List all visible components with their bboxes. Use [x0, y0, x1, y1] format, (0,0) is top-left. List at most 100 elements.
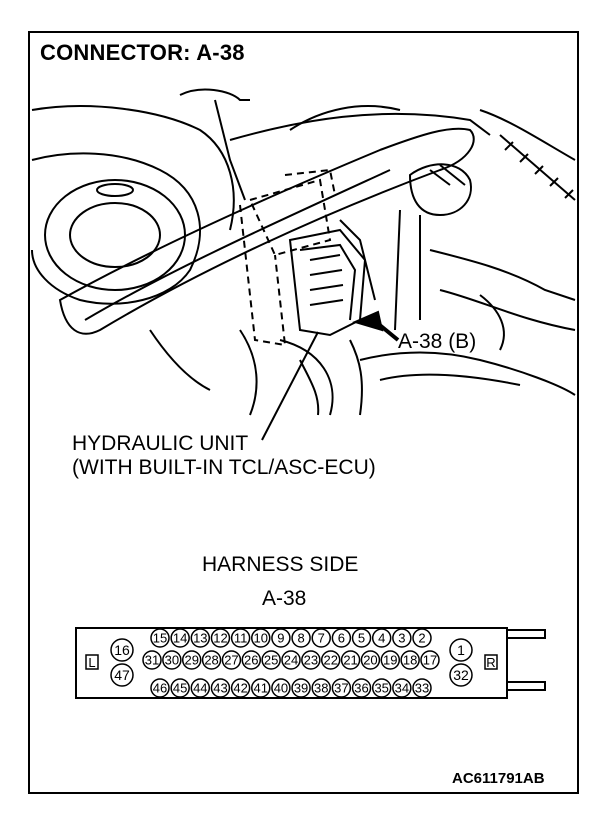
- pin-label-16: 16: [114, 642, 130, 658]
- pin-label-19: 19: [383, 653, 397, 668]
- pin-label-6: 6: [338, 631, 345, 646]
- pin-label-33: 33: [415, 681, 429, 696]
- pin-16: [110, 638, 134, 662]
- pin-label-20: 20: [363, 653, 377, 668]
- pin-label-40: 40: [274, 681, 288, 696]
- pin-13: [190, 628, 211, 648]
- side-marker-left: L: [88, 655, 95, 670]
- pin-label-7: 7: [318, 631, 325, 646]
- pin-33: [412, 678, 432, 698]
- pin-label-3: 3: [398, 631, 405, 646]
- pin-24: [281, 650, 301, 670]
- pin-42: [230, 678, 251, 698]
- pin-11: [230, 628, 251, 648]
- pin-8: [291, 628, 311, 648]
- pin-6: [331, 628, 352, 648]
- pin-label-10: 10: [254, 631, 268, 646]
- reference-code: AC611791AB: [452, 770, 545, 787]
- component-label-line2: (WITH BUILT-IN TCL/ASC-ECU): [72, 456, 376, 479]
- pin-10: [251, 628, 271, 648]
- pin-label-43: 43: [213, 681, 227, 696]
- pin-29: [181, 650, 202, 670]
- pin-label-42: 42: [233, 681, 247, 696]
- pin-4: [371, 628, 392, 648]
- pin-label-39: 39: [294, 681, 308, 696]
- pin-label-15: 15: [153, 631, 167, 646]
- pin-40: [271, 678, 291, 698]
- pin-label-27: 27: [224, 653, 238, 668]
- pin-label-22: 22: [323, 653, 337, 668]
- connector-title: CONNECTOR: A-38: [40, 40, 245, 65]
- pin-label-35: 35: [374, 681, 388, 696]
- pin-32: [449, 663, 473, 687]
- pin-14: [170, 628, 190, 648]
- pin-label-29: 29: [184, 653, 198, 668]
- pin-label-34: 34: [395, 681, 409, 696]
- pin-label-28: 28: [204, 653, 218, 668]
- pin-37: [331, 678, 352, 698]
- pin-label-21: 21: [343, 653, 357, 668]
- pin-15: [150, 628, 170, 648]
- pin-45: [170, 678, 190, 698]
- pin-5: [351, 628, 372, 648]
- pin-34: [392, 678, 412, 698]
- connector-callout-label: A-38 (B): [398, 330, 477, 353]
- pin-36: [351, 678, 372, 698]
- pin-38: [311, 678, 331, 698]
- pin-23: [301, 650, 321, 670]
- pin-label-9: 9: [277, 631, 284, 646]
- side-marker-right: R: [486, 655, 495, 670]
- pin-label-17: 17: [423, 653, 437, 668]
- pin-28: [201, 650, 222, 670]
- pin-47: [110, 663, 134, 687]
- pin-label-30: 30: [165, 653, 179, 668]
- pin-label-2: 2: [418, 631, 425, 646]
- pin-9: [271, 628, 291, 648]
- pin-1: [449, 638, 473, 662]
- pin-46: [150, 678, 170, 698]
- pin-label-45: 45: [173, 681, 187, 696]
- pin-label-4: 4: [378, 631, 385, 646]
- pin-20: [360, 650, 381, 670]
- pin-label-24: 24: [284, 653, 298, 668]
- pin-label-8: 8: [297, 631, 304, 646]
- pin-18: [400, 650, 420, 670]
- pin-label-14: 14: [173, 631, 187, 646]
- pin-30: [162, 650, 182, 670]
- pin-label-12: 12: [213, 631, 227, 646]
- pin-label-26: 26: [244, 653, 258, 668]
- pin-43: [210, 678, 231, 698]
- pin-label-41: 41: [254, 681, 268, 696]
- pin-12: [210, 628, 231, 648]
- connector-id-label: A-38: [262, 587, 307, 610]
- pin-3: [392, 628, 412, 648]
- pin-31: [142, 650, 162, 670]
- pin-21: [340, 650, 361, 670]
- pin-label-38: 38: [314, 681, 328, 696]
- pin-7: [311, 628, 331, 648]
- pin-label-25: 25: [264, 653, 278, 668]
- component-label-line1: HYDRAULIC UNIT: [72, 432, 249, 455]
- pin-26: [241, 650, 262, 670]
- pin-label-47: 47: [114, 667, 130, 683]
- pin-19: [380, 650, 401, 670]
- harness-side-title: HARNESS SIDE: [202, 553, 359, 576]
- pin-39: [291, 678, 311, 698]
- pin-44: [190, 678, 211, 698]
- pin-label-18: 18: [403, 653, 417, 668]
- pin-label-44: 44: [193, 681, 207, 696]
- pin-35: [371, 678, 392, 698]
- connector-face: [75, 627, 546, 699]
- pin-label-37: 37: [334, 681, 348, 696]
- pin-label-23: 23: [304, 653, 318, 668]
- pin-label-5: 5: [358, 631, 365, 646]
- pin-25: [261, 650, 281, 670]
- pin-label-36: 36: [354, 681, 368, 696]
- pin-label-13: 13: [193, 631, 207, 646]
- pin-label-11: 11: [234, 631, 248, 646]
- pin-label-32: 32: [453, 667, 469, 683]
- pin-2: [412, 628, 432, 648]
- pin-22: [320, 650, 341, 670]
- pin-label-46: 46: [153, 681, 167, 696]
